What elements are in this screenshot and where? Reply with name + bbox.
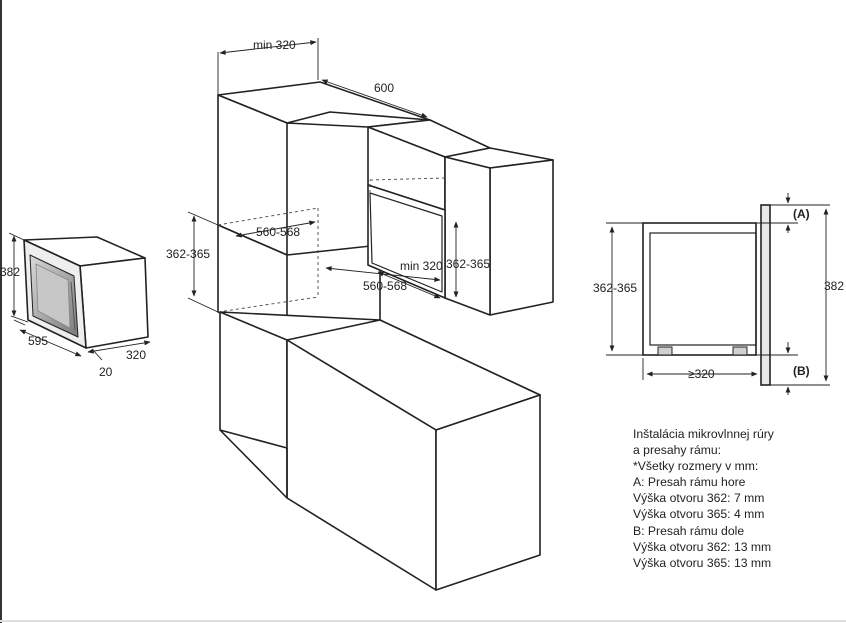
hidden-lines xyxy=(217,177,446,313)
opening-width-upper-label: 560-568 xyxy=(256,225,300,239)
opening-height-left-label: 362-365 xyxy=(166,247,210,261)
label-b: (B) xyxy=(793,364,810,378)
opening-width-lower-label: 560-568 xyxy=(363,279,407,293)
kitchen-cabinets xyxy=(217,81,554,591)
note-line: Inštalácia mikrovlnnej rúry xyxy=(633,427,774,441)
side-dimension-lines xyxy=(606,193,830,395)
microwave-oven xyxy=(23,236,149,349)
oven-height-label: 382 xyxy=(0,265,20,279)
oven-depth-label: 320 xyxy=(126,348,146,362)
note-line: Výška otvoru 365: 4 mm xyxy=(633,507,765,522)
note-line: B: Presah rámu dole xyxy=(633,523,745,538)
side-depth-label: ≥320 xyxy=(688,367,715,381)
cabinet-dimension-lines xyxy=(187,38,459,313)
opening-height-inner-label: 362-365 xyxy=(446,257,490,271)
frame-depth-label: 20 xyxy=(99,365,113,379)
side-section-view xyxy=(642,204,771,386)
note-line: Výška otvoru 362: 7 mm xyxy=(633,491,765,506)
microwave-dimension-lines xyxy=(8,232,151,361)
note-line: Výška otvoru 362: 13 mm xyxy=(633,539,772,554)
cabinet-depth-label: 600 xyxy=(374,81,394,95)
min-depth-inner-label: min 320 xyxy=(400,259,443,273)
min-width-label: min 320 xyxy=(253,38,296,52)
side-total-height-label: 382 xyxy=(824,279,844,293)
note-line: Výška otvoru 365: 13 mm xyxy=(633,555,772,570)
label-a: (A) xyxy=(793,207,810,221)
oven-width-label: 595 xyxy=(28,334,48,348)
note-line: *Všetky rozmery v mm: xyxy=(633,459,759,474)
note-line: a presahy rámu: xyxy=(633,443,722,458)
note-line: A: Presah rámu hore xyxy=(633,475,746,490)
installation-notes: Inštalácia mikrovlnnej rúry a presahy rá… xyxy=(633,426,833,571)
side-opening-height-label: 362-365 xyxy=(593,281,637,295)
